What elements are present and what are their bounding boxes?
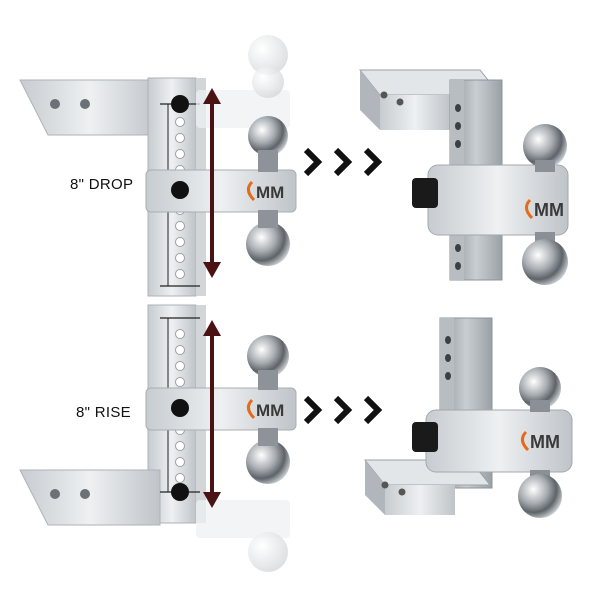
chevron-right-icon xyxy=(303,147,383,177)
chevron-right-icon xyxy=(303,395,383,425)
drop-collar xyxy=(145,169,297,213)
drop-diagram: MM xyxy=(19,35,297,297)
drop-shank xyxy=(19,79,161,136)
drop-label: 8" DROP xyxy=(70,176,134,193)
rise-label: 8" RISE xyxy=(76,404,131,421)
rise-collar xyxy=(145,387,297,431)
logo-mm: MM xyxy=(530,432,560,452)
rise-product: MM xyxy=(363,317,573,518)
pin-icon xyxy=(171,95,189,113)
logo-mm: MM xyxy=(256,401,284,420)
pin-icon xyxy=(171,399,189,417)
rise-shank xyxy=(19,469,161,526)
rise-diagram: MM xyxy=(19,304,297,572)
pin-handle-icon xyxy=(412,422,438,452)
logo-mm: MM xyxy=(534,200,564,220)
pin-icon xyxy=(171,483,189,501)
double-headed-arrow-icon xyxy=(203,88,221,278)
drop-product: MM xyxy=(358,69,569,285)
pin-icon xyxy=(171,181,189,199)
logo-mm: MM xyxy=(256,183,284,202)
double-headed-arrow-icon xyxy=(203,320,221,508)
pin-handle-icon xyxy=(412,178,438,208)
